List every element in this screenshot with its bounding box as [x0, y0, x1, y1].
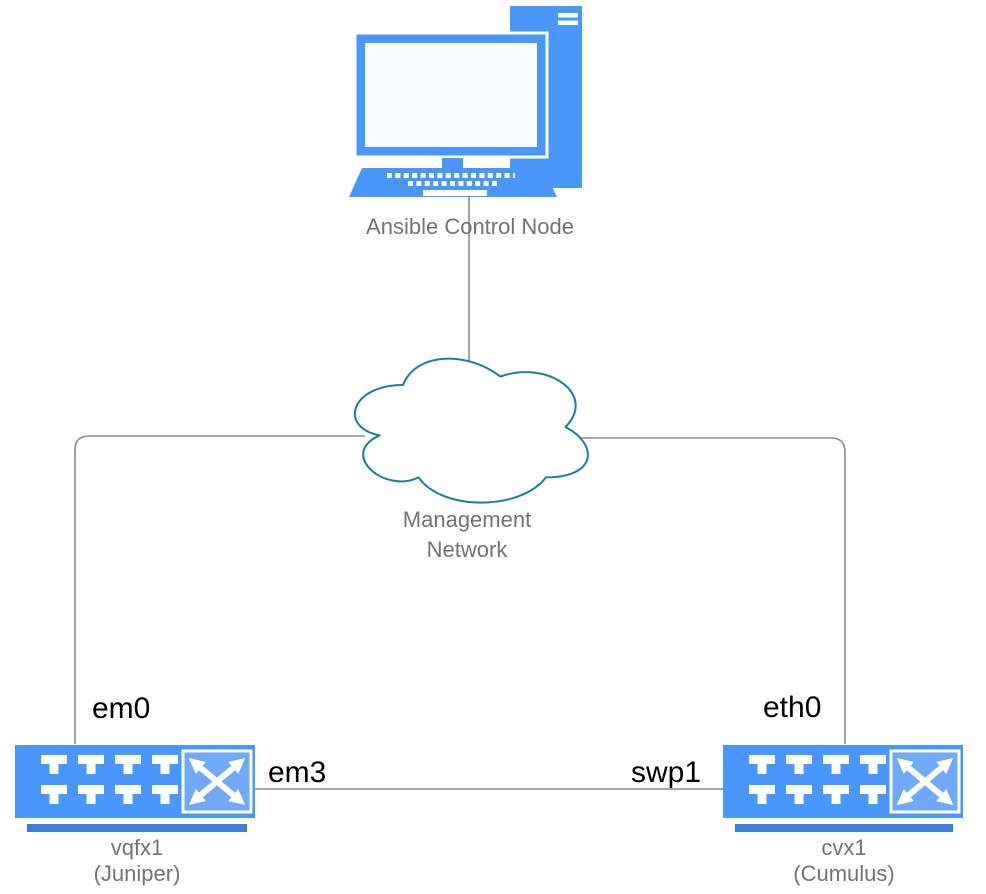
vqfx1-name: vqfx1: [110, 835, 164, 860]
control-node-label: Ansible Control Node: [366, 214, 574, 239]
cvx1-underline-bar: [735, 824, 953, 832]
keyboard-spacebar: [423, 190, 487, 196]
crossed-arrows-icon: [889, 749, 961, 814]
workstation-icon: [349, 6, 582, 197]
vqfx1-underline-bar: [27, 824, 247, 832]
interface-label-swp1: swp1: [631, 756, 702, 789]
tower-vents-icon: [558, 13, 578, 25]
cvx1-name: cvx1: [821, 835, 867, 860]
cloud-label-line2: Network: [426, 537, 508, 562]
keyboard-keys: [387, 173, 515, 186]
crossed-arrows-icon: [181, 749, 253, 814]
link-cloud-cvx1-eth0: [570, 437, 846, 744]
interface-label-eth0: eth0: [763, 691, 822, 724]
cvx1-vendor: (Cumulus): [793, 861, 895, 886]
cloud-label: Management Network: [367, 505, 567, 565]
monitor-stand: [442, 158, 463, 169]
vqfx1-vendor: (Juniper): [93, 861, 181, 886]
link-cloud-vqfx1-em0: [74, 435, 365, 744]
switch-icon-vqfx1: [15, 745, 255, 818]
switch-icon-cvx1: [723, 745, 963, 818]
interface-label-em3: em3: [268, 756, 327, 789]
network-cloud-icon: [353, 357, 589, 504]
cloud-label-line1: Management: [402, 507, 532, 532]
interface-label-em0: em0: [92, 692, 151, 725]
monitor-screen: [365, 43, 537, 147]
vqfx1-label: vqfx1 (Juniper): [37, 835, 237, 887]
cvx1-label: cvx1 (Cumulus): [744, 835, 944, 887]
